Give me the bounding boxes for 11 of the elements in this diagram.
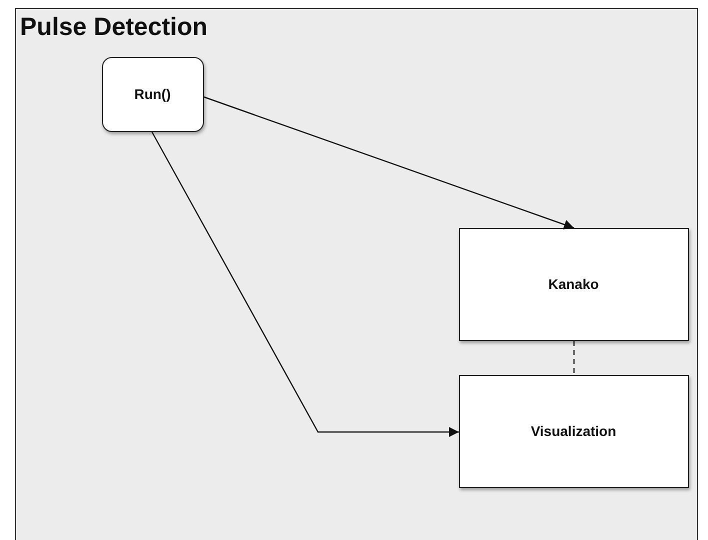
dashed-connector xyxy=(573,341,575,375)
node-label: Visualization xyxy=(530,423,616,439)
process-box xyxy=(458,374,688,488)
process-box xyxy=(458,228,688,340)
arrow xyxy=(151,132,459,437)
process-box xyxy=(102,56,204,132)
frame-heading: Pulse Detection xyxy=(20,13,208,42)
arrow xyxy=(204,96,574,230)
diagram-frame xyxy=(15,8,698,540)
node-label: Run() xyxy=(134,86,171,102)
node-label: Kanako xyxy=(548,276,599,292)
